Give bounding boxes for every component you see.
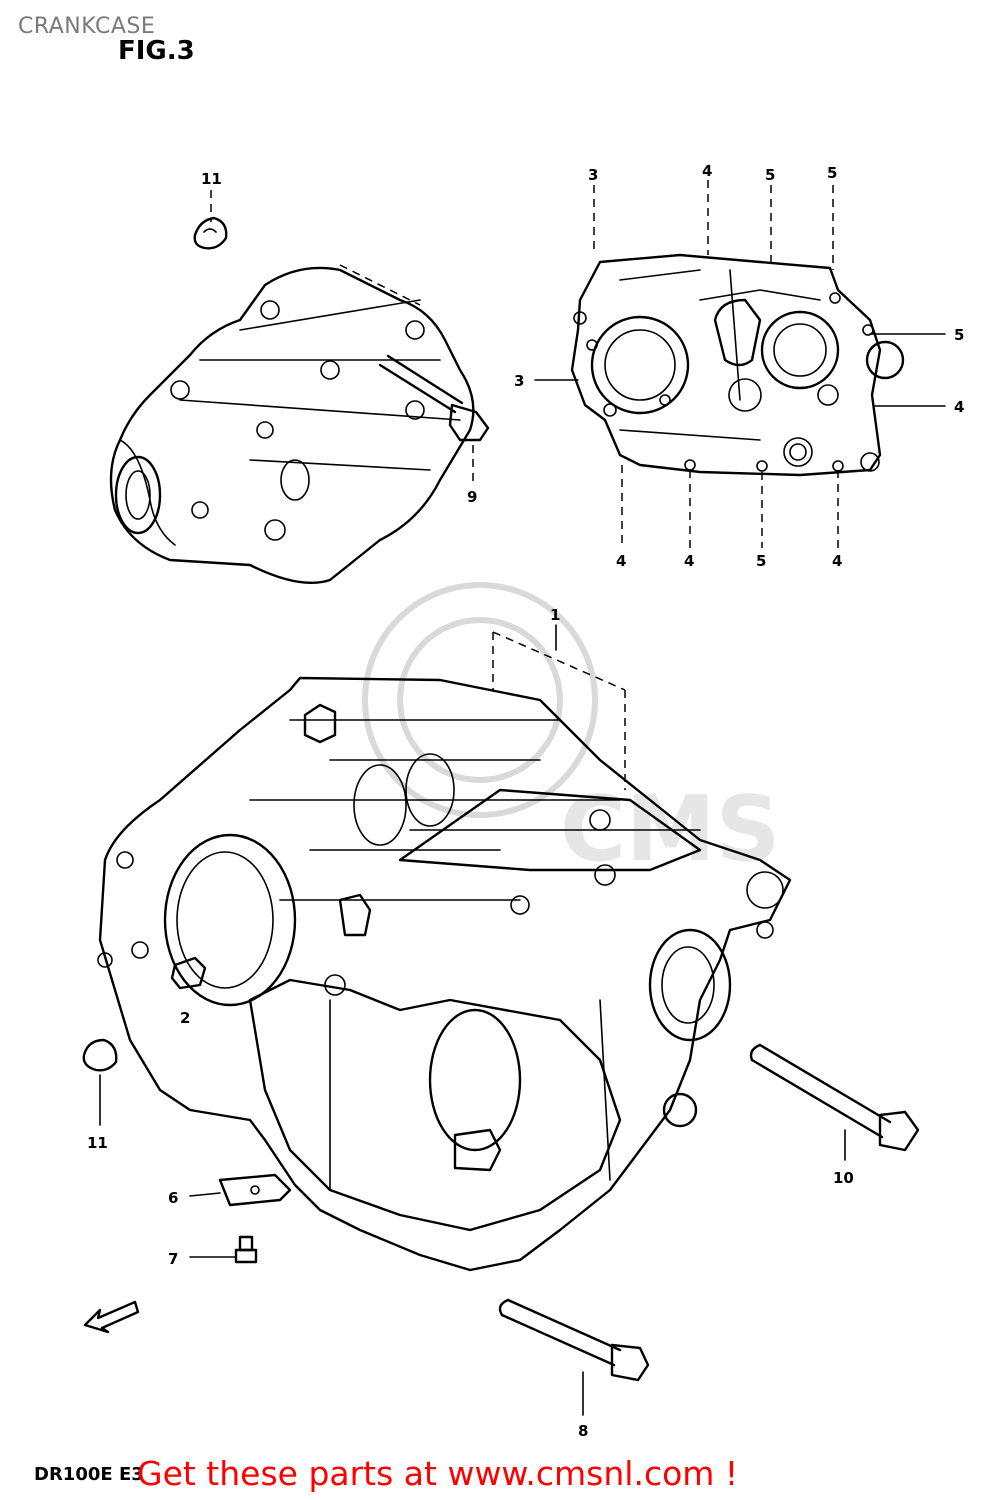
bolt-10	[749, 1043, 920, 1152]
screw-7	[234, 1235, 258, 1264]
callout-4-bottom-2: 4	[684, 552, 694, 570]
callout-3-top: 3	[588, 166, 598, 184]
figure-label: FIG.3	[118, 36, 195, 66]
callout-9: 9	[467, 488, 477, 506]
callout-8: 8	[578, 1422, 588, 1440]
callout-5-bottom: 5	[756, 552, 766, 570]
callout-4-bottom-3: 4	[832, 552, 842, 570]
callout-7: 7	[168, 1250, 178, 1268]
model-label: DR100E E3	[34, 1464, 144, 1485]
callout-11-top: 11	[201, 170, 222, 188]
callout-4-top: 4	[702, 162, 712, 180]
callout-5-top-left: 5	[765, 166, 775, 184]
upper-left-crankcase-half	[109, 216, 490, 585]
callout-3-left: 3	[514, 372, 524, 390]
cap-11-lower	[82, 1038, 118, 1072]
bolt-8	[498, 1298, 650, 1382]
callout-11-bottom: 11	[87, 1134, 108, 1152]
callout-2: 2	[180, 1009, 190, 1027]
promo-link[interactable]: Get these parts at www.cmsnl.com !	[137, 1454, 739, 1493]
callout-numbers: 11 3 4 5 5 5 3 4 9 4 4 5 4 1 2 11 6 7 10…	[87, 162, 964, 1440]
main-crankcase	[97, 631, 792, 1272]
front-arrow-icon	[83, 1300, 140, 1334]
callout-10: 10	[833, 1169, 854, 1187]
callout-1: 1	[550, 606, 560, 624]
callout-5-right: 5	[954, 326, 964, 344]
leader-lines	[99, 180, 946, 1416]
callout-5-top-right: 5	[827, 164, 837, 182]
clamp-6	[218, 1173, 292, 1207]
page-title: CRANKCASE	[18, 14, 156, 39]
gasket	[570, 253, 905, 477]
callout-4-bottom-1: 4	[616, 552, 626, 570]
callout-4-right: 4	[954, 398, 964, 416]
callout-6: 6	[168, 1189, 178, 1207]
